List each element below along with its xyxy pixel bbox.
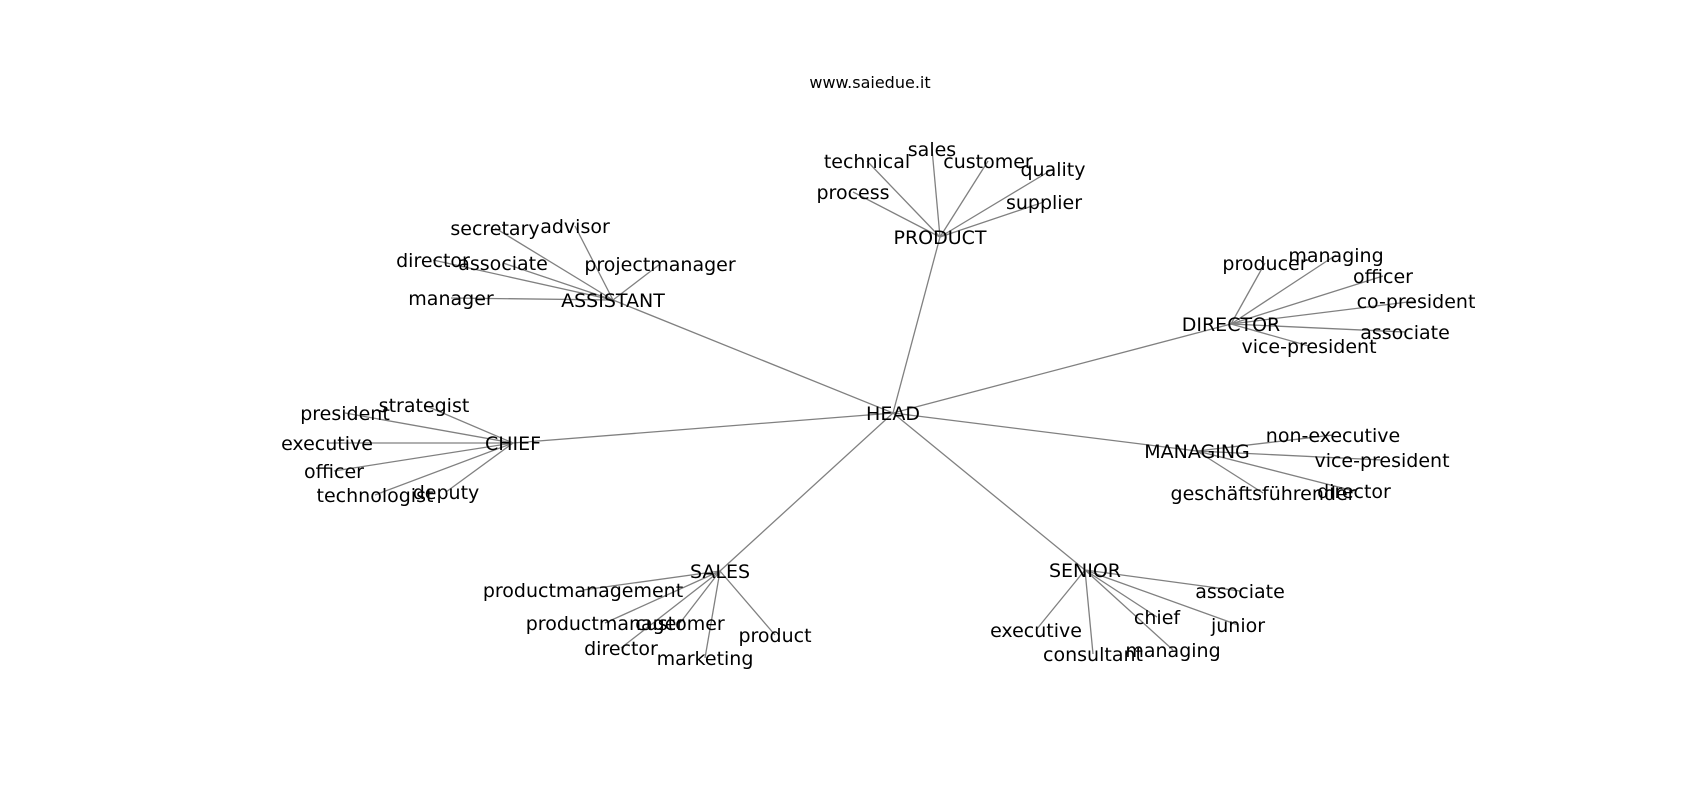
edge-managing-director [1196,450,1355,492]
edge-product-technical [866,160,941,238]
node-leaf-chief-strategist: strategist [379,395,470,417]
node-hub-sales: SALES [690,561,750,583]
edge-chief-strategist [423,404,514,444]
node-leaf-assistant-associate: associate [458,253,548,275]
edge-senior-associate [1084,569,1241,592]
edge-sales-productmanagement [582,570,721,591]
node-leaf-managing-gesch-ftsf-hrender: geschäftsführender [1171,483,1356,505]
node-leaf-director-producer: producer [1222,253,1307,275]
edge-sales-customer [679,570,721,624]
edge-chief-president [344,412,514,444]
node-leaf-assistant-manager: manager [408,288,494,310]
node-hub-product: PRODUCT [893,227,986,249]
edge-assistant-advisor [574,225,614,301]
node-leaf-chief-officer: officer [304,461,364,483]
edge-product-quality [939,168,1054,238]
node-leaf-senior-managing: managing [1125,640,1220,662]
node-leaf-product-technical: technical [824,151,910,173]
node-leaf-director-vice-president: vice-president [1241,336,1376,358]
edge-senior-consultant [1084,569,1094,655]
edge-director-officer [1230,275,1384,325]
node-leaf-managing-non-executive: non-executive [1266,425,1400,447]
node-leaf-product-sales: sales [908,139,956,161]
edge-product-supplier [939,201,1045,238]
node-leaf-sales-product: product [738,625,811,647]
node-leaf-chief-deputy: deputy [413,482,480,504]
node-leaf-product-supplier: supplier [1006,192,1082,214]
node-leaf-director-associate: associate [1360,322,1450,344]
edge-layer [327,148,1417,659]
node-leaf-product-process: process [816,182,889,204]
node-leaf-product-quality: quality [1021,159,1086,181]
node-leaf-sales-productmanager: productmanager [526,613,685,635]
node-hub-director: DIRECTOR [1182,314,1280,336]
edge-head-assistant [612,299,894,414]
edge-chief-officer [333,442,514,472]
node-leaf-managing-vice-president: vice-president [1314,450,1449,472]
node-leaf-assistant-secretary: secretary [450,218,539,240]
edge-head-director [892,323,1232,414]
edge-director-producer [1230,262,1266,325]
edge-assistant-manager [450,297,614,301]
node-leaf-senior-associate: associate [1195,581,1285,603]
node-leaf-senior-consultant: consultant [1043,644,1143,666]
edge-sales-product [719,570,776,636]
edge-head-sales [719,412,894,572]
edge-director-managing [1230,254,1337,325]
node-leaf-chief-technologist: technologist [317,485,434,507]
node-leaf-assistant-director: director [396,250,470,272]
node-leaf-assistant-advisor: advisor [540,216,610,238]
node-leaf-sales-director: director [584,638,658,660]
node-leaf-sales-marketing: marketing [657,648,754,670]
node-leaf-assistant-projectmanager: projectmanager [584,254,736,276]
edge-product-customer [939,160,989,238]
edge-managing-non-executive [1196,434,1334,452]
node-leaf-director-officer: officer [1353,266,1413,288]
edge-director-associate [1230,323,1406,333]
edge-head-product [892,236,941,414]
edge-managing-vice-president [1196,450,1383,461]
node-leaf-product-customer: customer [943,151,1033,173]
edge-chief-technologist [374,442,514,496]
node-hub-assistant: ASSISTANT [561,290,665,312]
edge-senior-executive [1035,569,1086,631]
edge-assistant-secretary [494,227,614,301]
node-leaf-senior-executive: executive [990,620,1082,642]
edge-senior-managing [1084,569,1174,651]
node-leaf-chief-president: president [300,403,390,425]
edge-managing-gesch-ftsf-hrender [1196,450,1264,494]
edge-chief-deputy [445,442,514,493]
node-hub-managing: MANAGING [1144,441,1250,463]
edge-sales-marketing [704,570,721,659]
edge-head-chief [512,412,894,444]
node-leaf-director-managing: managing [1288,245,1383,267]
node-leaf-sales-productmanagement: productmanagement [483,580,683,602]
edge-head-senior [892,412,1086,571]
graph-title: www.saiedue.it [809,73,930,92]
node-leaf-sales-customer: customer [635,613,725,635]
edge-sales-productmanager [604,570,721,624]
edge-product-sales [931,148,941,238]
node-leaf-director-co-president: co-president [1357,291,1476,313]
edge-director-co-president [1230,300,1417,325]
edge-sales-director [620,570,721,649]
edge-assistant-associate [502,262,614,301]
node-hub-senior: SENIOR [1049,560,1121,582]
node-leaf-managing-director: director [1317,481,1391,503]
node-leaf-senior-chief: chief [1134,607,1181,629]
edge-head-managing [892,412,1198,452]
node-root: HEAD [866,403,920,425]
edge-director-vice-president [1230,323,1310,347]
edge-senior-chief [1084,569,1158,618]
edge-senior-junior [1084,569,1239,626]
node-hub-chief: CHIEF [485,433,541,455]
node-leaf-senior-junior: junior [1210,615,1265,637]
edge-product-process [852,191,941,238]
edge-assistant-projectmanager [612,263,661,301]
edge-assistant-director [432,259,614,301]
node-leaf-chief-executive: executive [281,433,373,455]
